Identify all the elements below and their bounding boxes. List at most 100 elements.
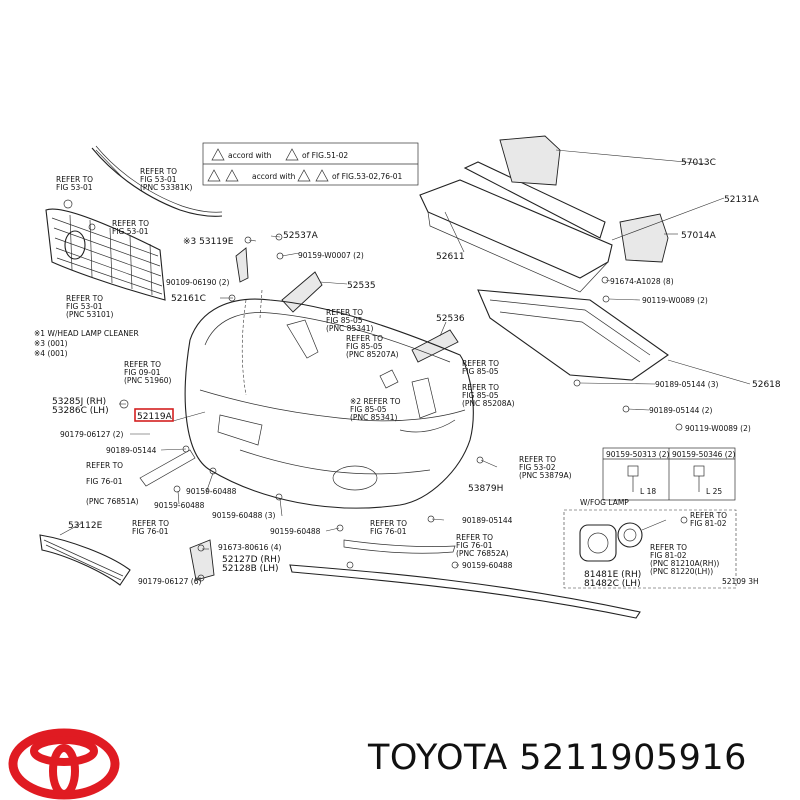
- ref-label: REFER TO: [519, 455, 556, 464]
- legend-row1-text: accord with: [228, 151, 272, 160]
- ref-label: FIG 85-05: [346, 342, 383, 351]
- wfog-label: W/FOG LAMP: [580, 498, 629, 507]
- ref-label: REFER TO: [346, 334, 383, 343]
- ref-label: FIG 76-01: [370, 527, 407, 536]
- ref-label: (PNC 85207A): [346, 350, 399, 359]
- fog-lamp-group: [563, 509, 737, 589]
- ref-label: FIG 81-02: [690, 519, 727, 528]
- part-number: 52128B (LH): [222, 564, 278, 574]
- note-line: ※4 (001): [34, 349, 68, 358]
- part-number-52119A: 52119A: [137, 412, 173, 422]
- note-line: ※1 W/HEAD LAMP CLEANER: [34, 329, 139, 338]
- washer-nozzle-right: [379, 369, 399, 389]
- warning-triangle-icon: [225, 169, 239, 182]
- part-number: 52535: [347, 281, 376, 291]
- part-number: 52611: [436, 252, 465, 262]
- ref-label: FIG 85-05: [462, 391, 499, 400]
- ref-label: REFER TO: [462, 383, 499, 392]
- part-number: 90179-06127 (6): [138, 577, 202, 586]
- part-number: 90189-05144: [106, 446, 157, 455]
- washer-bracket-right: [411, 377, 437, 419]
- warning-triangle-icon: [207, 169, 221, 182]
- ref-label: (PNC 81220(LH)): [650, 567, 713, 576]
- fog-lamp-opening: [332, 465, 378, 491]
- ref-label: (PNC 51960): [124, 376, 172, 385]
- ref-label: FIG 76-01: [86, 477, 123, 486]
- lower-cover: [477, 289, 669, 381]
- brand-part-number: TOYOTA 5211905916: [368, 738, 747, 778]
- ref-label: REFER TO: [56, 175, 93, 184]
- part-labels: REFER TO FIG 53-01 REFER TO FIG 53-01 (P…: [52, 158, 781, 589]
- ref-label: (PNC 81210A(RH)): [650, 559, 719, 568]
- ref-label: REFER TO: [650, 543, 687, 552]
- part-number: 90159-W0007 (2): [298, 251, 364, 260]
- part-number: 81481E (RH): [584, 570, 641, 580]
- ref-label: (PNC 85341): [326, 324, 374, 333]
- table-length: L 18: [640, 487, 656, 496]
- part-number: 53112E: [68, 521, 103, 531]
- ref-label: FIG 53-01: [66, 302, 103, 311]
- bracket-57014A: [619, 213, 669, 263]
- upper-molding: [91, 147, 223, 217]
- emblem-icon: [64, 230, 86, 260]
- ref-label: REFER TO: [86, 461, 123, 470]
- part-number: 53879H: [468, 484, 503, 494]
- ref-label: (PNC 53879A): [519, 471, 572, 480]
- ref-label: REFER TO: [112, 219, 149, 228]
- part-number: 90159-60488: [186, 487, 237, 496]
- ref-label: FIG 85-05: [326, 316, 363, 325]
- bracket-57013C: [499, 135, 561, 186]
- ref-label: FIG 76-01: [456, 541, 493, 550]
- warning-triangle-icon: [297, 169, 311, 182]
- warning-triangle-icon: [315, 169, 329, 182]
- ref-label: (PNC 53381K): [140, 183, 192, 192]
- ref-label: (PNC 76851A): [86, 497, 139, 506]
- ref-label: FIG 53-02: [519, 463, 556, 472]
- leader-lines: [59, 149, 751, 579]
- part-number: 91673-80616 (4): [218, 543, 282, 552]
- part-number: 90159-60488: [154, 501, 205, 510]
- table-header: 90159-50313 (2): [606, 450, 670, 459]
- part-number: 90189-05144: [462, 516, 513, 525]
- ref-label: FIG 53-01: [112, 227, 149, 236]
- ref-label: FIG 53-01: [140, 175, 177, 184]
- ref-label: FIG 81-02: [650, 551, 687, 560]
- legend-row2-ref: of FIG.53-02,76-01: [332, 172, 403, 181]
- part-number: 53286C (LH): [52, 406, 109, 416]
- part-number: 91674-A1028 (8): [610, 277, 674, 286]
- license-plate-area: [217, 414, 263, 446]
- bracket-53119E: [235, 247, 249, 283]
- part-number: 90189-05144 (2): [649, 406, 713, 415]
- bracket-52535: [281, 271, 323, 313]
- toyota-logo-icon: [8, 728, 120, 800]
- part-number: 90179-06127 (2): [60, 430, 124, 439]
- radiator-grille: [45, 208, 166, 301]
- ref-label: REFER TO: [140, 167, 177, 176]
- note-line: ※3 (001): [34, 339, 68, 348]
- notes: ※1 W/HEAD LAMP CLEANER ※3 (001) ※4 (001): [34, 329, 139, 358]
- ref-label: REFER TO: [370, 519, 407, 528]
- part-number: 53285J (RH): [52, 397, 106, 407]
- bracket-52536: [411, 329, 459, 363]
- part-number: 57013C: [681, 158, 716, 168]
- ref-label: REFER TO: [66, 294, 103, 303]
- lower-grille: [39, 534, 131, 586]
- bracket-76851A: [139, 449, 196, 487]
- part-number: 81482C (LH): [584, 579, 641, 589]
- ref-label: FIG 76-01: [132, 527, 169, 536]
- ref-label: FIG 09-01: [124, 368, 161, 377]
- legend-box: accord with of FIG.51-02 accord with of …: [202, 142, 419, 186]
- ref-label: FIG 85-05: [350, 405, 387, 414]
- part-number: 90119-W0089 (2): [642, 296, 708, 305]
- legend-row1-ref: of FIG.51-02: [302, 151, 348, 160]
- ref-label: (PNC 85208A): [462, 399, 515, 408]
- part-number: 90159-60488: [462, 561, 513, 570]
- ref-label: (PNC 85341): [350, 413, 398, 422]
- part-number: 90119-W0089 (2): [685, 424, 751, 433]
- ref-label: REFER TO: [124, 360, 161, 369]
- ref-label: ※2 REFER TO: [350, 397, 401, 406]
- lower-spoiler: [289, 564, 641, 619]
- ref-label: (PNC 76852A): [456, 549, 509, 558]
- part-number: 90159-60488: [270, 527, 321, 536]
